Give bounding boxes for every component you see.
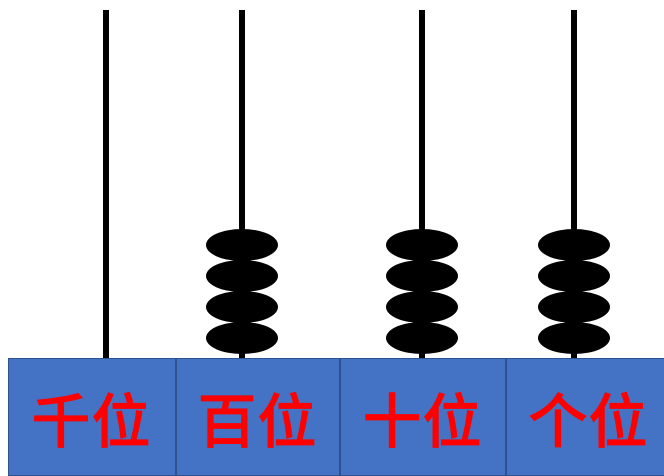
bead-hundreds-3	[206, 260, 278, 292]
place-label-thousands: 千位	[8, 358, 176, 476]
bead-hundreds-4	[206, 229, 278, 261]
place-label-ones: 个位	[506, 358, 664, 476]
bead-tens-2	[386, 291, 458, 323]
bead-tens-4	[386, 229, 458, 261]
bead-ones-2	[538, 291, 610, 323]
bead-hundreds-1	[206, 322, 278, 354]
place-label-tens: 十位	[340, 358, 506, 476]
place-label-hundreds: 百位	[176, 358, 340, 476]
abacus-base: 千位 百位 十位 个位	[8, 358, 664, 476]
bead-ones-3	[538, 260, 610, 292]
bead-tens-1	[386, 322, 458, 354]
bead-tens-3	[386, 260, 458, 292]
bead-ones-1	[538, 322, 610, 354]
bead-ones-4	[538, 229, 610, 261]
bead-hundreds-2	[206, 291, 278, 323]
